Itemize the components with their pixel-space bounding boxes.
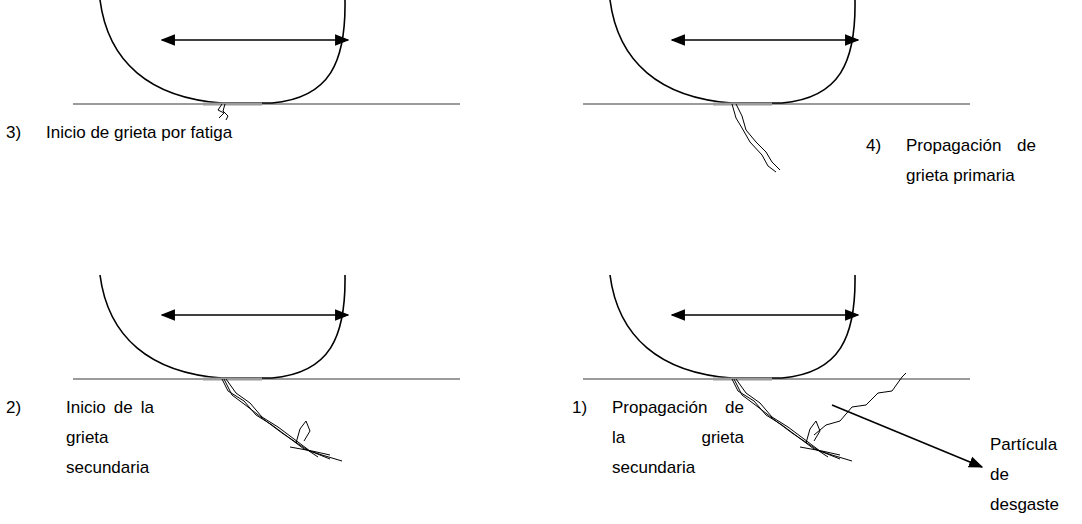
crack	[222, 379, 342, 461]
contact-zone	[203, 378, 262, 381]
crack	[736, 104, 780, 170]
motion-arrow	[162, 39, 348, 41]
callout-number: 2)	[6, 393, 46, 423]
contact-panel	[73, 275, 460, 461]
slider-body	[610, 275, 855, 378]
crack	[814, 373, 906, 435]
slider-body	[100, 275, 345, 378]
crack	[296, 421, 310, 443]
callout-number: 4)	[866, 131, 906, 161]
crack	[732, 104, 776, 172]
motion-arrow	[162, 314, 348, 316]
crack	[226, 379, 330, 459]
motion-arrow	[672, 314, 858, 316]
slider-body	[610, 0, 855, 103]
crack	[800, 447, 840, 455]
step-label: Inicio de grieta por fatiga	[46, 118, 346, 148]
step-label: Inicio de la grieta secundaria	[66, 393, 154, 483]
contact-zone	[713, 378, 772, 381]
crack	[224, 379, 318, 457]
crack	[290, 447, 330, 455]
step-label: Propagación de grieta primaria	[906, 131, 1036, 191]
crack	[732, 379, 852, 461]
step-label: Propagación de la grieta secundaria	[612, 393, 744, 483]
crack	[736, 379, 840, 459]
crack	[223, 104, 228, 120]
crack	[734, 379, 828, 457]
slider-body	[100, 0, 345, 103]
contact-zone	[203, 103, 262, 106]
contact-panel	[73, 0, 460, 120]
callout-number: 3)	[6, 118, 46, 148]
motion-arrow	[672, 39, 858, 41]
part-label: Partícula de desgaste	[990, 430, 1078, 520]
particle-arrow	[832, 405, 982, 467]
contact-zone	[713, 103, 772, 106]
callout-number: 1)	[572, 393, 612, 423]
